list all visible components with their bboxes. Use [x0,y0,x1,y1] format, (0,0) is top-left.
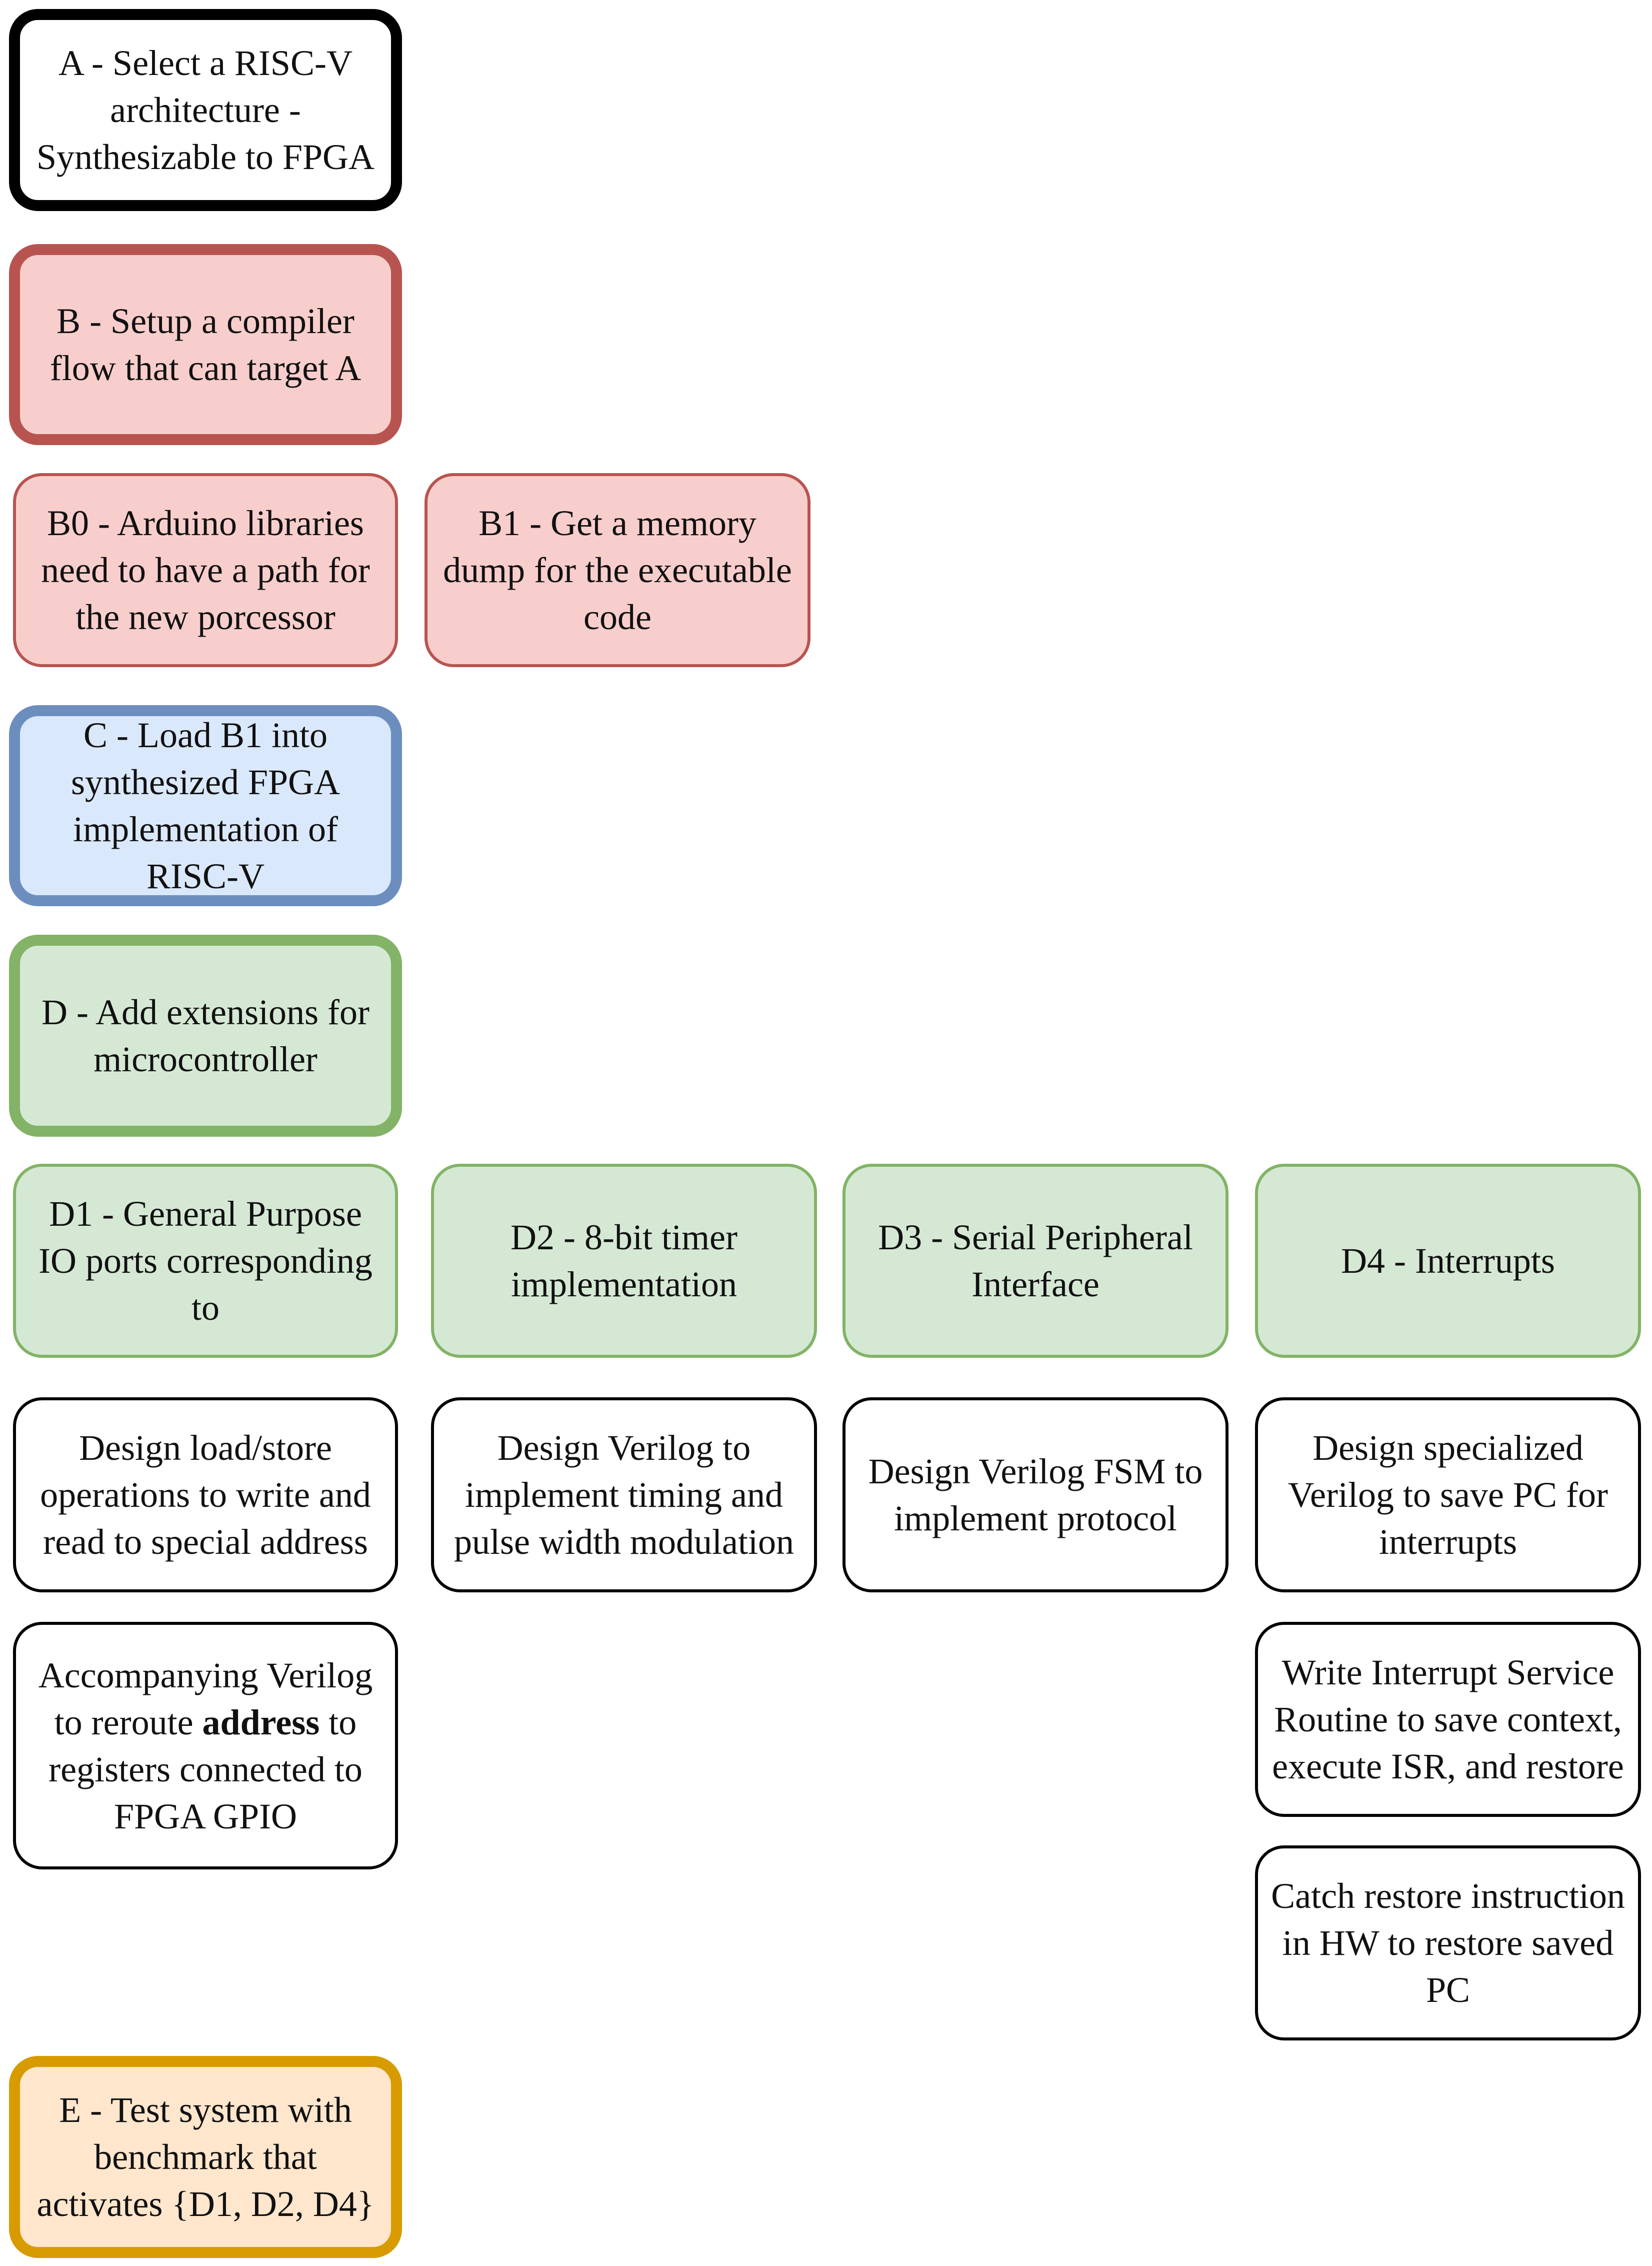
node-c-label: C - Load B1 into synthesized FPGA implem… [71,715,340,896]
node-d1-task-load-store-label: Design load/store operations to write an… [40,1428,371,1562]
node-e-test-system[interactable]: E - Test system with benchmark that acti… [9,2056,402,2258]
node-d4-task-isr-label: Write Interrupt Service Routine to save … [1272,1652,1624,1786]
node-d4-task-restore-instruction-label: Catch restore instruction in HW to resto… [1271,1876,1625,2010]
node-d1-task-reroute-address-label: Accompanying Verilog to reroute address … [38,1655,373,1836]
node-d4-task-save-pc[interactable]: Design specialized Verilog to save PC fo… [1255,1397,1641,1592]
node-a-select-risc-v[interactable]: A - Select a RISC-V architecture - Synth… [9,9,402,211]
node-d1-task-reroute-address[interactable]: Accompanying Verilog to reroute address … [13,1622,398,1869]
node-b1-label: B1 - Get a memory dump for the executabl… [443,503,792,637]
node-d2-task-verilog-timing[interactable]: Design Verilog to implement timing and p… [431,1397,817,1592]
node-b-compiler-flow[interactable]: B - Setup a compiler flow that can targe… [9,244,402,445]
node-d3-spi[interactable]: D3 - Serial Peripheral Interface [842,1164,1228,1358]
node-d4-label: D4 - Interrupts [1341,1241,1555,1281]
node-d4-interrupts[interactable]: D4 - Interrupts [1255,1164,1641,1358]
node-a-label: A - Select a RISC-V architecture - Synth… [36,43,374,177]
node-d-extensions[interactable]: D - Add extensions for microcontroller [9,935,402,1137]
node-d4-task-restore-instruction[interactable]: Catch restore instruction in HW to resto… [1255,1845,1641,2040]
bold-address-word: address [202,1702,320,1742]
node-d4-task-isr[interactable]: Write Interrupt Service Routine to save … [1255,1622,1641,1817]
node-d1-label: D1 - General Purpose IO ports correspond… [38,1194,372,1328]
node-d3-task-verilog-fsm-label: Design Verilog FSM to implement protocol [868,1451,1203,1538]
node-d3-label: D3 - Serial Peripheral Interface [878,1217,1193,1304]
node-b0-arduino-libraries[interactable]: B0 - Arduino libraries need to have a pa… [13,473,398,667]
node-d2-label: D2 - 8-bit timer implementation [510,1217,738,1304]
node-d-label: D - Add extensions for microcontroller [42,992,370,1079]
node-d4-task-save-pc-label: Design specialized Verilog to save PC fo… [1288,1428,1608,1562]
node-c-load-b1[interactable]: C - Load B1 into synthesized FPGA implem… [9,705,402,906]
node-d1-task-load-store[interactable]: Design load/store operations to write an… [13,1397,398,1592]
node-d3-task-verilog-fsm[interactable]: Design Verilog FSM to implement protocol [842,1397,1228,1592]
node-b0-label: B0 - Arduino libraries need to have a pa… [41,503,370,637]
node-d1-gpio[interactable]: D1 - General Purpose IO ports correspond… [13,1164,398,1358]
node-d2-task-verilog-timing-label: Design Verilog to implement timing and p… [454,1428,794,1562]
node-d2-timer[interactable]: D2 - 8-bit timer implementation [431,1164,817,1358]
node-b-label: B - Setup a compiler flow that can targe… [50,301,362,388]
node-b1-memory-dump[interactable]: B1 - Get a memory dump for the executabl… [424,473,810,667]
node-e-label: E - Test system with benchmark that acti… [36,2090,374,2224]
